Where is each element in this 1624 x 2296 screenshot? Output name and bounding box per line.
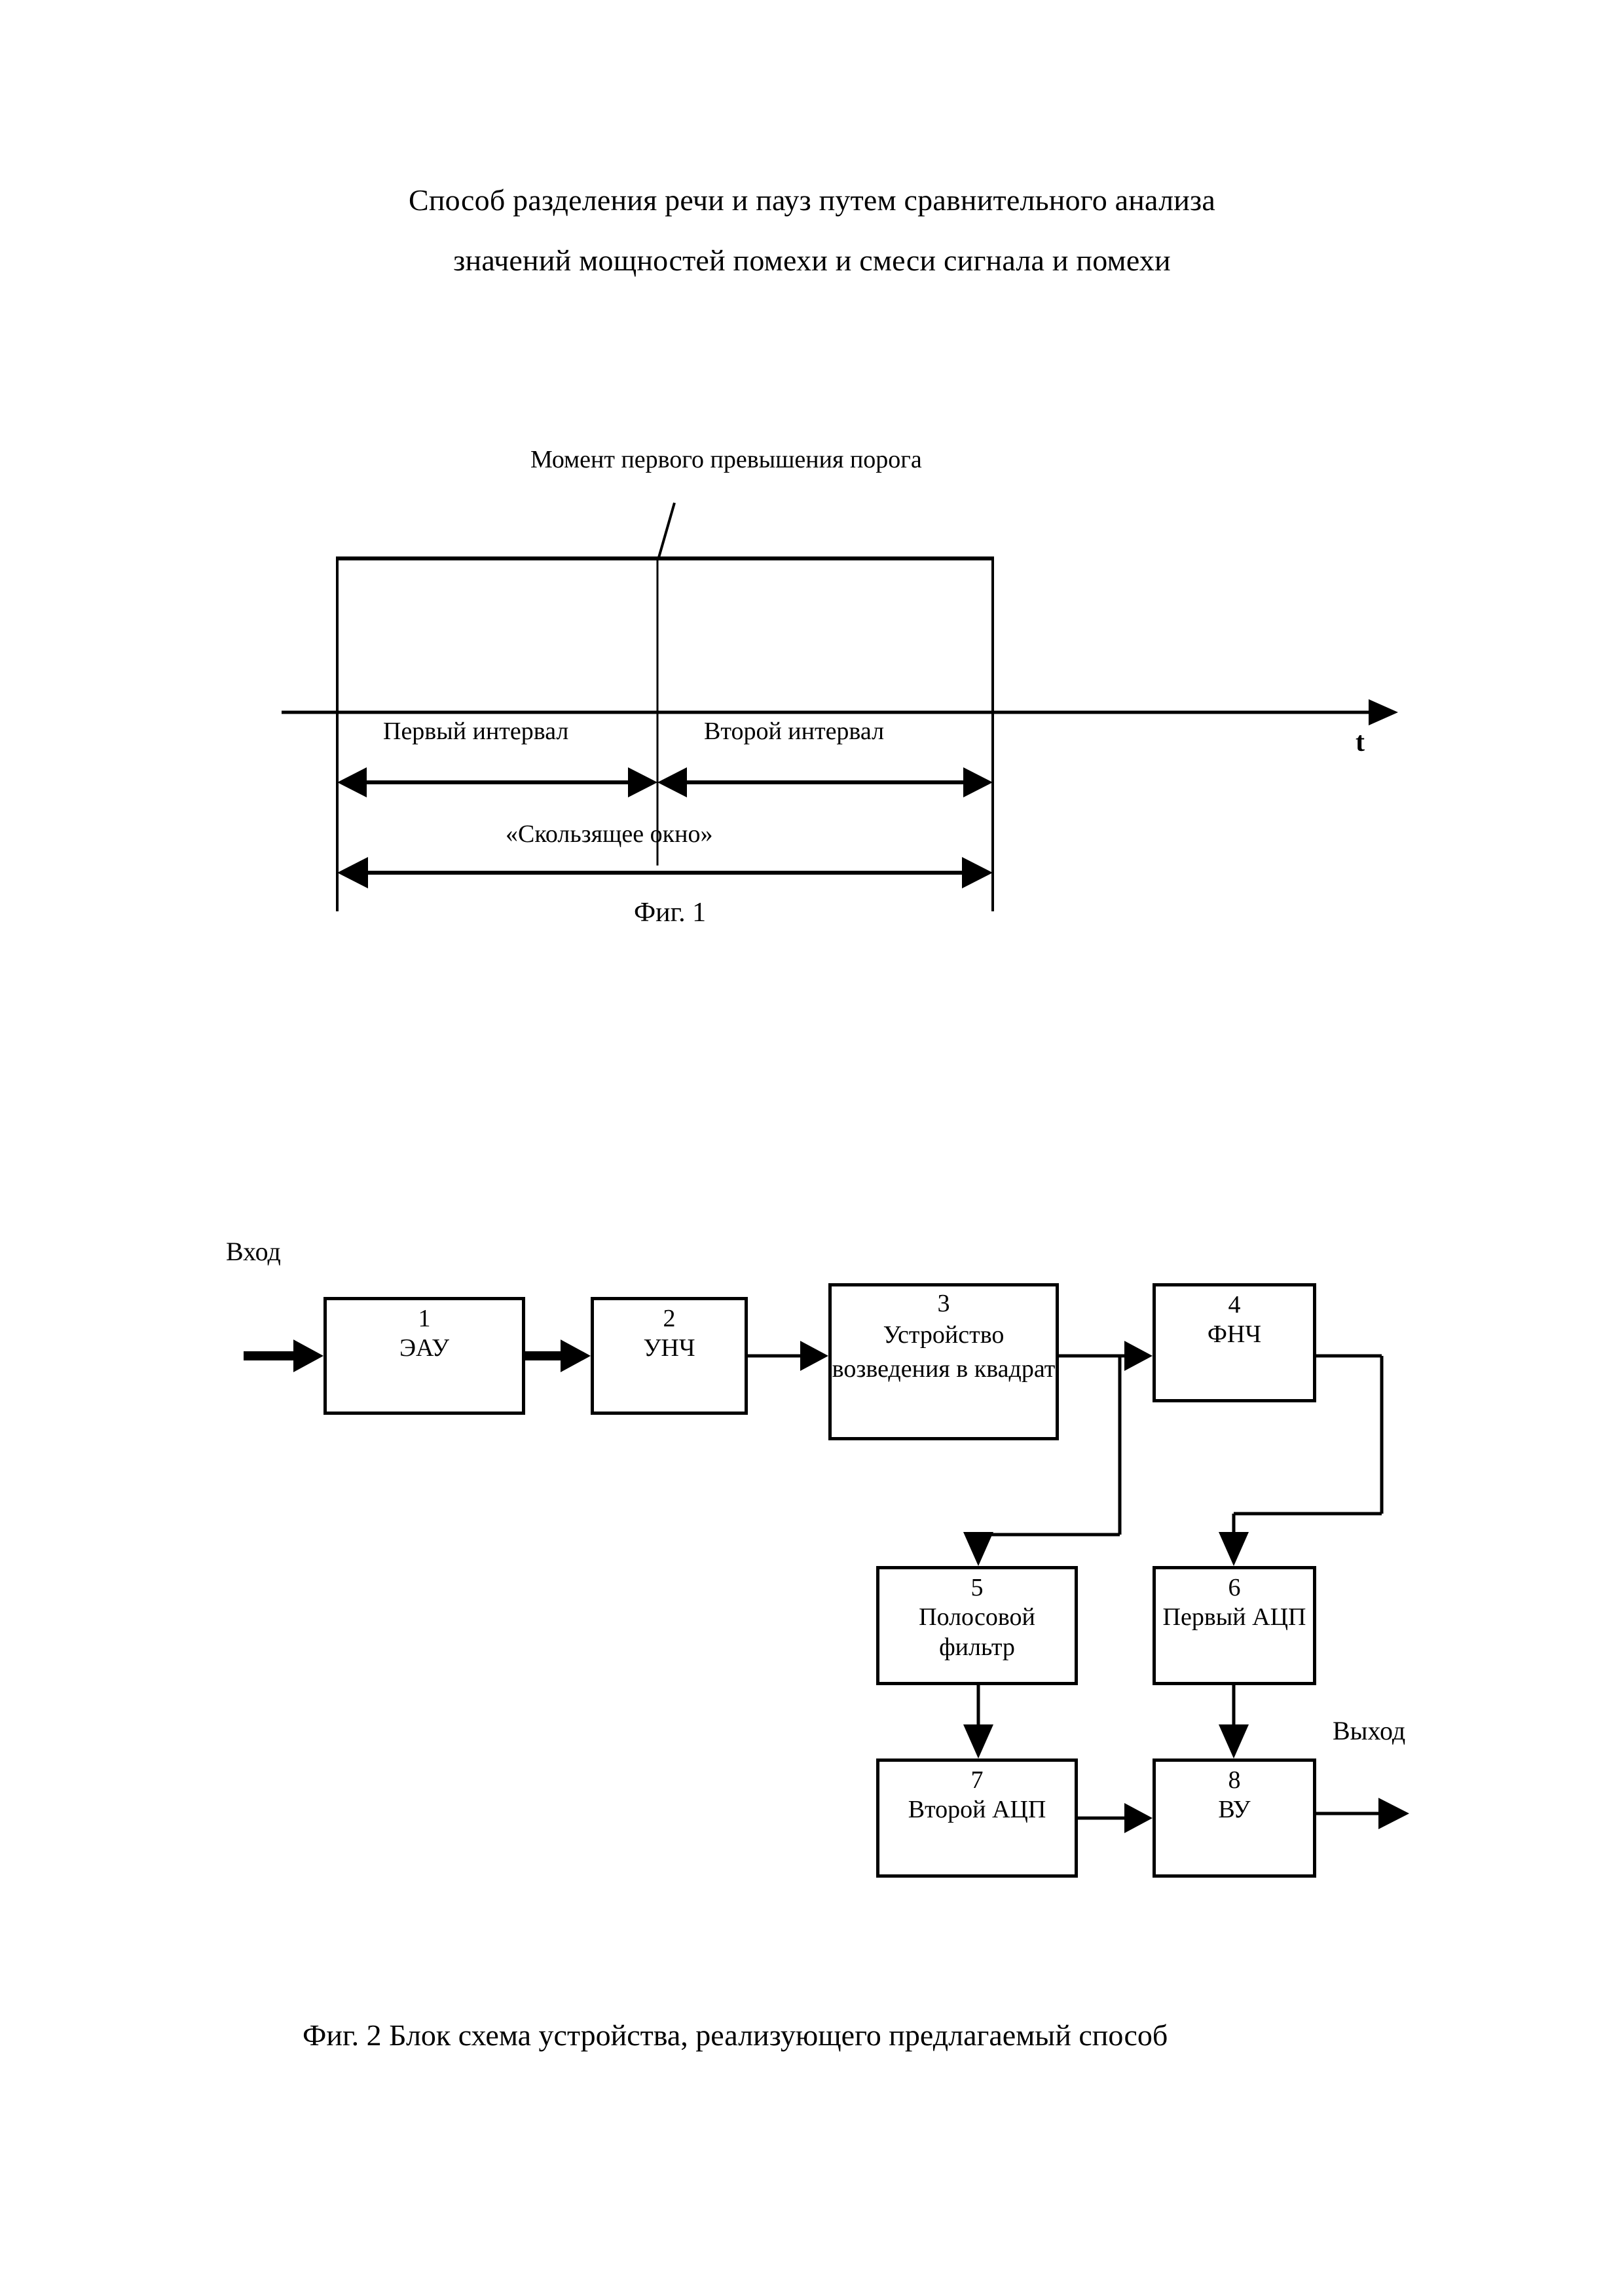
second-interval-arrowhead-left bbox=[657, 767, 687, 797]
first-interval-arrowhead-left bbox=[337, 767, 367, 797]
arrowhead-into-blk5 bbox=[963, 1532, 993, 1566]
figure1-annotation-label: Момент первого превышения порога bbox=[530, 446, 922, 473]
block-2-unch[interactable]: 2 УНЧ bbox=[591, 1297, 748, 1415]
first-interval-arrowhead-right bbox=[628, 767, 657, 797]
annotation-leader-line bbox=[657, 502, 676, 560]
block-1-eau[interactable]: 1 ЭАУ bbox=[323, 1297, 525, 1415]
arrowhead-output bbox=[1378, 1798, 1409, 1829]
block-7-second-adc[interactable]: 7 Второй АЦП bbox=[876, 1758, 1078, 1878]
title-line-2: значений мощностей помехи и смеси сигнал… bbox=[453, 244, 1171, 277]
sliding-window-arrowhead-left bbox=[337, 857, 368, 888]
block-4-name: ФНЧ bbox=[1207, 1321, 1262, 1348]
block-7-name: Второй АЦП bbox=[908, 1796, 1046, 1823]
arrowhead-blk1-to-blk2 bbox=[561, 1339, 591, 1372]
block-8-number: 8 bbox=[1228, 1766, 1241, 1794]
figure2-caption: Фиг. 2 Блок схема устройства, реализующе… bbox=[303, 2018, 1168, 2052]
block-3-number: 3 bbox=[937, 1290, 950, 1317]
arrowhead-input-to-blk1 bbox=[293, 1339, 323, 1372]
arrowhead-blk2-to-blk3 bbox=[800, 1341, 828, 1371]
block-6-number: 6 bbox=[1228, 1574, 1241, 1601]
first-interval-label: Первый интервал bbox=[383, 718, 569, 745]
block-6-first-adc[interactable]: 6 Первый АЦП bbox=[1153, 1566, 1316, 1685]
block-3-squaring-device[interactable]: 3 Устройство возведения в квадрат bbox=[828, 1283, 1059, 1440]
time-axis-arrowhead bbox=[1369, 699, 1398, 725]
block-4-fnch[interactable]: 4 ФНЧ bbox=[1153, 1283, 1316, 1402]
input-label: Вход bbox=[226, 1237, 281, 1266]
block-7-number: 7 bbox=[970, 1766, 984, 1794]
arrowhead-blk6-to-blk8 bbox=[1219, 1724, 1249, 1758]
second-interval-arrowhead-right bbox=[963, 767, 993, 797]
block-3-name: Устройство возведения в квадрат bbox=[832, 1321, 1056, 1383]
second-interval-label: Второй интервал bbox=[704, 718, 885, 745]
arrowhead-blk7-to-blk8 bbox=[1124, 1803, 1153, 1833]
page-title: Способ разделения речи и пауз путем срав… bbox=[0, 170, 1624, 291]
arrowhead-blk5-to-blk7 bbox=[963, 1724, 993, 1758]
block-2-name: УНЧ bbox=[643, 1334, 695, 1362]
arrowhead-into-blk6 bbox=[1219, 1532, 1249, 1566]
arrowhead-blk3-to-blk4 bbox=[1124, 1341, 1153, 1371]
block-6-name: Первый АЦП bbox=[1162, 1603, 1306, 1631]
block-2-number: 2 bbox=[663, 1305, 676, 1332]
block-5-number: 5 bbox=[970, 1574, 984, 1601]
block-1-number: 1 bbox=[418, 1305, 431, 1332]
sliding-window-label: «Скользящее окно» bbox=[506, 820, 713, 848]
block-5-bandpass-filter[interactable]: 5 Полосовой фильтр bbox=[876, 1566, 1078, 1685]
block-1-name: ЭАУ bbox=[399, 1334, 450, 1362]
time-axis-label: t bbox=[1356, 727, 1365, 757]
output-label: Выход bbox=[1333, 1716, 1406, 1745]
title-line-1: Способ разделения речи и пауз путем срав… bbox=[408, 183, 1216, 217]
sliding-window-arrowhead-right bbox=[962, 857, 993, 888]
figure1-caption: Фиг. 1 bbox=[634, 898, 707, 928]
block-8-vu[interactable]: 8 ВУ bbox=[1153, 1758, 1316, 1878]
block-8-name: ВУ bbox=[1218, 1796, 1251, 1823]
block-4-number: 4 bbox=[1228, 1291, 1241, 1319]
block-5-name: Полосовой фильтр bbox=[919, 1603, 1035, 1661]
